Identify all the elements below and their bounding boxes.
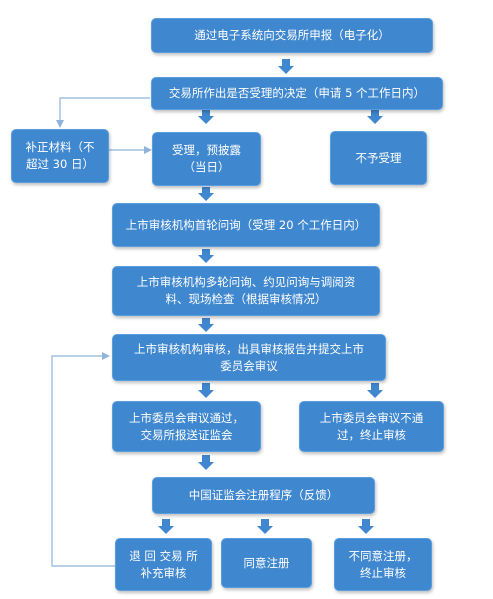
down-arrow-3 — [198, 249, 214, 263]
step-csrc-registration: 中国证监会注册程序（反馈） — [152, 477, 375, 514]
down-arrow-approve — [257, 519, 273, 534]
down-arrow-deny — [358, 519, 374, 534]
step-committee-pass: 上市委员会审议通过， 交易所报送证监会 — [112, 401, 261, 452]
down-arrow-return — [158, 519, 174, 534]
step-registration-approved: 同意注册 — [221, 538, 312, 588]
step-supplement-materials: 补正材料（不 超过 30 日） — [11, 129, 109, 183]
step-accept-predisclose: 受理，预披露 （当日） — [152, 132, 261, 186]
step-report-electronic: 通过电子系统向交易所申报（电子化） — [151, 18, 433, 53]
down-arrow-1 — [278, 59, 294, 74]
down-arrow-4 — [198, 318, 214, 332]
step-multi-round-inquiry: 上市审核机构多轮问询、约见问询与调阅资 料、现场检查（根据审核情况） — [112, 266, 380, 316]
down-arrow-fail — [367, 383, 383, 398]
down-arrow-2 — [198, 187, 214, 201]
step-first-inquiry: 上市审核机构首轮问询（受理 20 个工作日内） — [112, 203, 380, 247]
supplement-line — [56, 97, 150, 128]
step-return-to-exchange: 退 回 交易 所 补充审核 — [115, 538, 212, 591]
down-arrow-reject — [367, 110, 383, 124]
down-arrow-csrc — [198, 455, 214, 470]
step-not-accepted: 不予受理 — [330, 131, 427, 185]
step-registration-denied: 不同意注册， 终止审核 — [334, 538, 432, 591]
down-arrow-pass — [198, 383, 214, 398]
step-review-report: 上市审核机构审核，出具审核报告并提交上市 委员会审议 — [112, 334, 386, 381]
step-acceptance-decision: 交易所作出是否受理的决定（申请 5 个工作日内） — [151, 77, 443, 110]
down-arrow-accept — [198, 110, 214, 124]
step-committee-fail: 上市委员会审议不通 过，终止审核 — [299, 401, 444, 452]
feedback-loop-line — [51, 352, 115, 567]
